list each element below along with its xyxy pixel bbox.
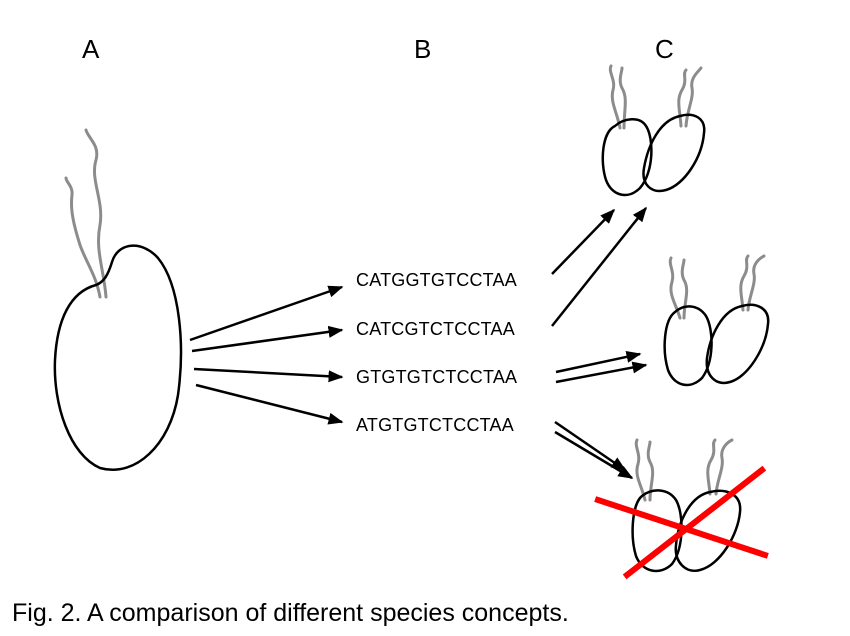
sequence-1: CATGGTGTCCTAA [356, 270, 517, 290]
flagellum-long [84, 128, 108, 299]
sequence-4: ATGTGTCTCCTAA [356, 415, 514, 435]
figure-caption: Fig. 2. A comparison of different specie… [12, 599, 569, 627]
rejection-cross [594, 465, 769, 580]
sequence-2: CATCGTCTCCTAA [356, 319, 515, 339]
sequence-3: GTGTGTCTCCTAA [356, 367, 517, 387]
sequence-list: CATGGTGTCCTAA CATCGTCTCCTAA GTGTGTCTCCTA… [356, 270, 517, 435]
panel-label-b: B [414, 34, 431, 64]
arrows-a-to-sequences [189, 285, 344, 425]
descendant-pair-1 [601, 64, 706, 197]
flagellum-short [64, 176, 102, 299]
cell-body [53, 244, 183, 471]
panel-label-a: A [82, 34, 100, 64]
descendant-pair-2 [663, 254, 770, 387]
arrows-sequences-to-c [551, 206, 648, 480]
panel-label-c: C [655, 34, 674, 64]
descendant-pair-3-rejected [594, 438, 769, 580]
ancestral-cell [53, 128, 183, 471]
